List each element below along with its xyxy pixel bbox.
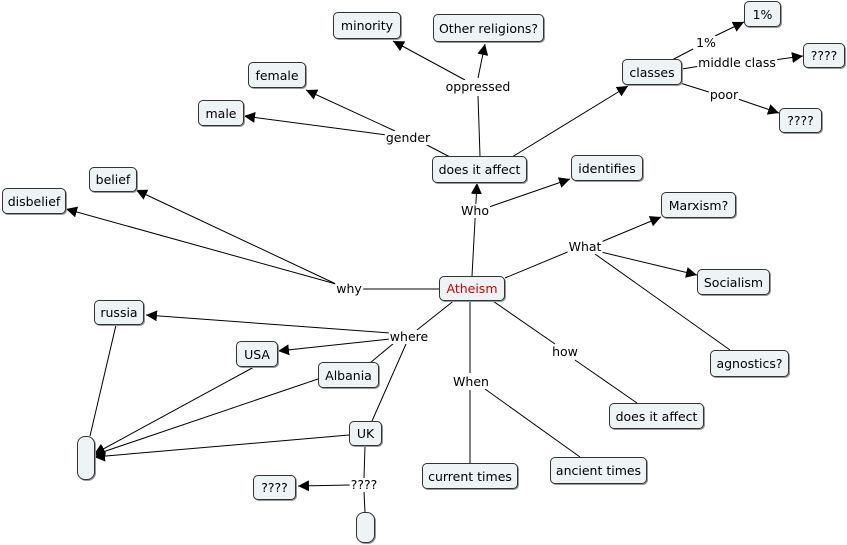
edge-classes-poor-b (737, 98, 780, 115)
edge-gender-male (243, 111, 388, 136)
edge-where-albania (369, 342, 395, 364)
edge-label-what: What (567, 239, 603, 254)
edge-uk-blank (93, 434, 350, 462)
edge-classes-1pct-b (714, 21, 745, 37)
node-blank-left[interactable] (77, 436, 95, 480)
edge-gender-female (305, 89, 396, 132)
edge-atheism-what (504, 250, 571, 279)
edge-affect-oppressed (477, 95, 481, 157)
node-albania[interactable]: Albania (318, 362, 379, 388)
edge-classes-poor-a (679, 82, 713, 94)
node-classes[interactable]: classes (622, 59, 682, 85)
edge-label-where: where (388, 329, 430, 344)
edge-label-uk-unknown: ???? (349, 477, 379, 492)
edge-classes-1pct-a (671, 48, 694, 61)
node-ancient-times[interactable]: ancient times (550, 457, 647, 484)
edge-classes-middle-b (773, 52, 804, 63)
node-middle-unknown[interactable]: ???? (803, 43, 845, 68)
edge-what-marxism (600, 216, 662, 243)
node-1pct[interactable]: 1% (744, 1, 781, 27)
edge-label-oppressed: oppressed (444, 79, 512, 94)
node-female[interactable]: female (248, 62, 306, 88)
node-agnostics[interactable]: agnostics? (710, 350, 789, 377)
node-does-it-affect-bottom[interactable]: does it affect (609, 403, 704, 429)
node-current-times[interactable]: current times (422, 463, 518, 489)
edge-affect-classes (511, 85, 629, 158)
edge-uk-unknown-label (363, 445, 366, 479)
edge-why-belief (135, 189, 337, 285)
edge-oppressed-minority (392, 40, 466, 81)
node-other-religions[interactable]: Other religions? (433, 14, 544, 42)
node-usa[interactable]: USA (236, 341, 278, 367)
edge-label-middle-class: middle class (697, 55, 777, 70)
edge-classes-middle-a (681, 65, 701, 70)
node-russia[interactable]: russia (94, 300, 144, 325)
node-blank-bottom[interactable] (356, 512, 375, 543)
edge-label-1pct: 1% (695, 35, 717, 50)
node-male[interactable]: male (198, 100, 244, 126)
node-does-it-affect-top[interactable]: does it affect (432, 156, 527, 183)
edge-label-gender: gender (384, 130, 432, 145)
edge-usa-blank (93, 366, 255, 455)
edge-label-why: why (335, 281, 363, 296)
edge-albania-blank (93, 378, 319, 457)
edge-what-agnostics (594, 253, 731, 351)
edge-oppressed-other-religions (477, 43, 489, 79)
edge-where-russia (145, 310, 391, 334)
edge-atheism-how (489, 298, 556, 345)
edge-where-usa (277, 338, 391, 356)
edge-label-poor: poor (708, 87, 740, 102)
edge-who-identifies (488, 177, 571, 208)
edge-russia-blank (89, 324, 117, 437)
node-socialism[interactable]: Socialism (697, 269, 770, 295)
node-minority[interactable]: minority (333, 12, 401, 39)
node-marxism[interactable]: Marxism? (661, 192, 736, 218)
edge-how-affect (574, 359, 638, 404)
edge-atheism-does-it-affect (470, 182, 482, 277)
node-poor-unknown[interactable]: ???? (779, 108, 822, 133)
node-disbelief[interactable]: disbelief (2, 188, 66, 214)
edge-unknown-label-box (297, 480, 351, 492)
node-uk-unknown[interactable]: ???? (253, 475, 296, 500)
node-uk[interactable]: UK (349, 421, 382, 446)
edge-label-when: When (452, 374, 490, 389)
edge-affect-gender (424, 143, 451, 158)
edge-label-who: Who (460, 203, 490, 218)
edge-when-ancient (484, 388, 581, 458)
edge-why-disbelief (65, 206, 337, 285)
edge-label-how: how (551, 344, 579, 359)
edge-atheism-where (416, 298, 457, 331)
node-belief[interactable]: belief (89, 167, 137, 192)
edge-where-uk (371, 343, 407, 422)
edge-what-socialism (600, 251, 698, 278)
edge-unknown-label-blank (363, 491, 366, 513)
node-identifies[interactable]: identifies (571, 155, 643, 181)
node-atheism[interactable]: Atheism (439, 276, 505, 301)
